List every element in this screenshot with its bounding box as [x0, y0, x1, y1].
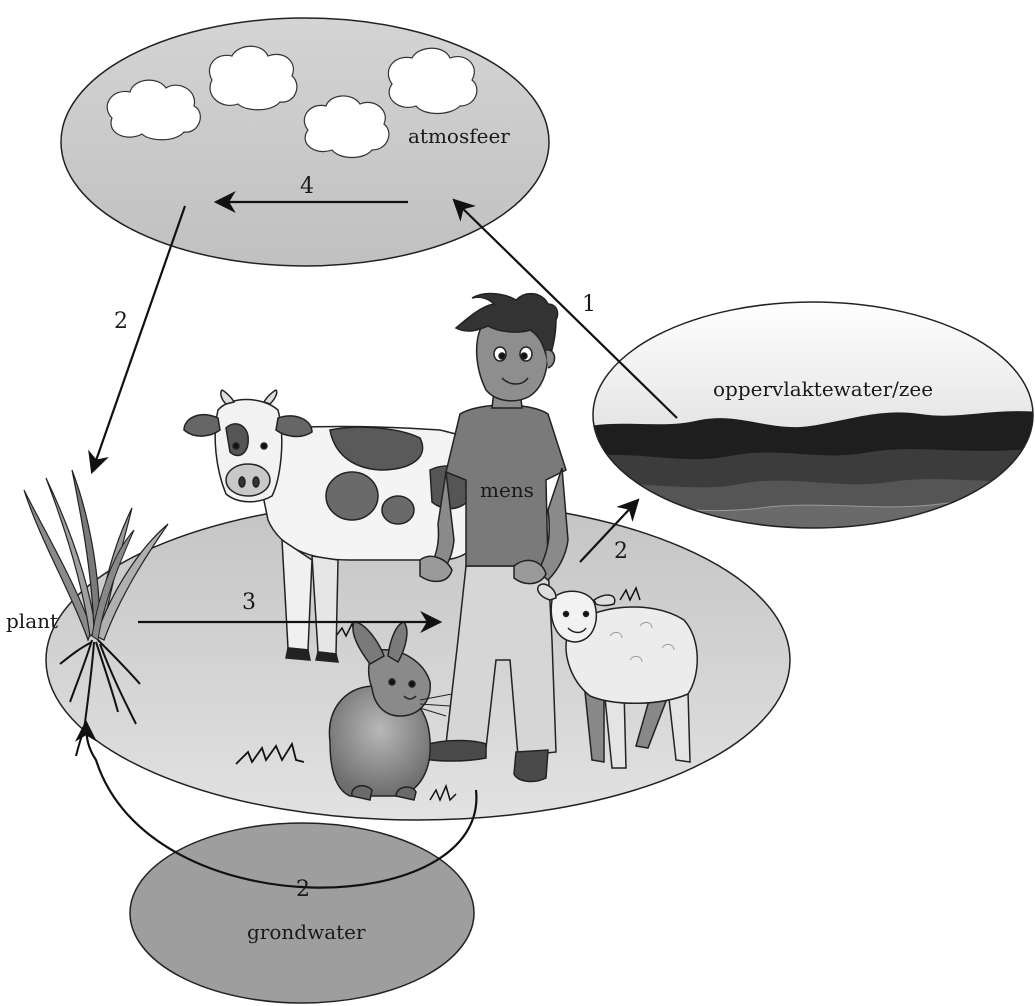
arrow-2-atmosphere-label: 2	[114, 309, 128, 334]
cloud-icon	[209, 46, 296, 110]
water-waves-icon	[580, 411, 1035, 540]
groundwater-zone: grondwater	[130, 823, 474, 1003]
human-label: mens	[480, 478, 534, 502]
atmosphere-label: atmosfeer	[408, 124, 510, 148]
arrow-4-label: 4	[300, 174, 314, 199]
atmosphere-zone: atmosfeer	[61, 18, 549, 266]
arrow-1-label: 1	[582, 292, 596, 317]
cloud-icon	[388, 48, 477, 113]
surface-water-zone: oppervlaktewater/zee	[580, 302, 1035, 540]
surface-water-label: oppervlaktewater/zee	[713, 377, 933, 401]
plant-label: plant	[6, 609, 58, 633]
arrow-2-atmosphere-plant	[92, 206, 185, 472]
arrow-3-label: 3	[242, 590, 256, 615]
groundwater-label: grondwater	[247, 920, 366, 944]
arrow-2-groundwater-label: 2	[296, 877, 310, 902]
arrow-2-land-label: 2	[614, 539, 628, 564]
